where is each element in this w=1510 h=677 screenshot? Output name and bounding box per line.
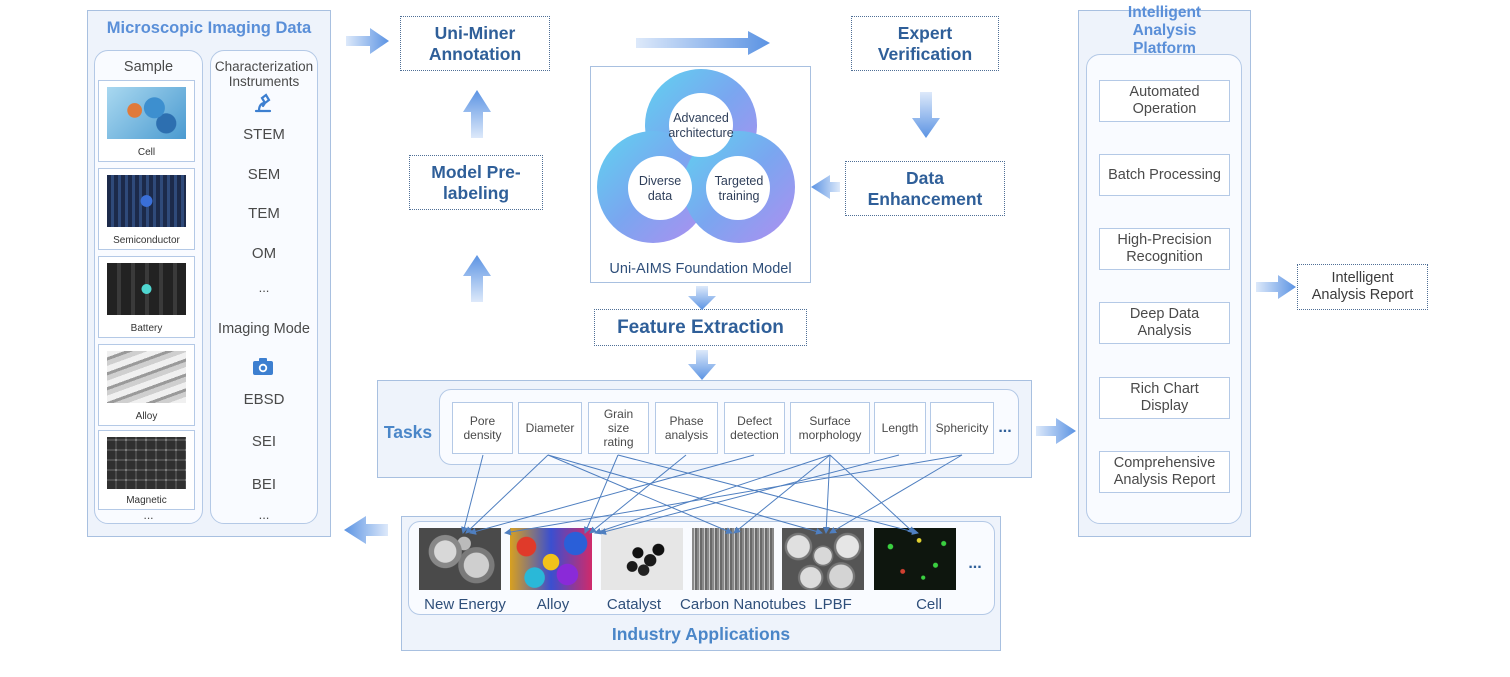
instrument-sem: SEM [247,165,281,183]
platform-high-precision: High-Precision Recognition [1099,228,1230,270]
task-defect-detection: Defect detection [724,402,785,454]
prelabel-box: Model Pre-labeling [409,155,543,210]
catalyst-image [601,528,683,590]
microscope-icon [249,92,277,114]
arrow-foundation-to-feature [688,286,716,310]
platform-inner [1086,54,1242,524]
imaging-bei: BEI [251,475,277,493]
chip-image [107,175,186,227]
magnetic-image [107,437,186,489]
battery-image [107,263,186,315]
app-cell: Cell [916,596,942,613]
tasks-label: Tasks [383,421,433,442]
app-catalyst: Catalyst [606,596,662,613]
tasks-more: ... [998,419,1012,436]
instruments-header: Characterization Instruments [214,59,314,89]
annotation-box: Uni-Miner Annotation [400,16,550,71]
platform-batch-processing: Batch Processing [1099,154,1230,196]
imaging-sei: SEI [251,432,277,450]
instrument-column [210,50,318,524]
task-pore-density: Pore density [452,402,513,454]
sample-header: Sample [123,59,174,75]
imaging-data-title: Microscopic Imaging Data [106,18,312,37]
sample-semiconductor: Semiconductor [98,168,195,250]
industry-title: Industry Applications [611,623,791,644]
instrument-stem: STEM [243,125,285,143]
feature-box: Feature Extraction [594,309,807,346]
arrow-enhancement-to-foundation [811,175,840,199]
verification-box: Expert Verification [851,16,999,71]
cell-image [107,87,186,139]
platform-automated-operation: Automated Operation [1099,80,1230,122]
sample-battery: Battery [98,256,195,338]
task-diameter: Diameter [518,402,582,454]
arrow-verification-to-enhancement [912,92,940,138]
camera-icon [249,355,277,377]
imaging-more: ... [258,506,270,522]
sample-cell: Cell [98,80,195,162]
platform-rich-chart: Rich Chart Display [1099,377,1230,419]
imaging-ebsd: EBSD [243,390,285,408]
carbon-nanotubes-image [692,528,774,590]
sample-alloy: Alloy [98,344,195,426]
circle-left-label: Diverse data [638,174,682,203]
imaging-header: Imaging Mode [218,321,310,337]
arrow-tasks-to-platform [1036,418,1076,444]
lpbf-image [782,528,864,590]
arrow-foundation-to-prelabel [463,255,491,302]
instrument-om: OM [251,244,277,262]
cell-app-image [874,528,956,590]
arrow-data-to-annotation [346,28,389,54]
task-length: Length [874,402,926,454]
task-surface-morphology: Surface morphology [790,402,870,454]
task-grain-size: Grain size rating [588,402,649,454]
circle-top-label: Advanced architecture [668,111,734,140]
platform-comprehensive-report: Comprehensive Analysis Report [1099,451,1230,493]
arrow-feature-to-tasks [688,350,716,380]
foundation-label: Uni-AIMS Foundation Model [609,261,792,277]
app-new-energy: New Energy [424,596,506,613]
app-lpbf: LPBF [814,596,852,613]
platform-deep-data: Deep Data Analysis [1099,302,1230,344]
task-phase-analysis: Phase analysis [655,402,718,454]
app-carbon-nanotubes: Carbon Nanotubes [680,596,806,613]
circle-right-label: Targeted training [714,174,764,203]
task-sphericity: Sphericity [930,402,994,454]
arrow-prelabel-to-annotation [463,90,491,138]
report-box: Intelligent Analysis Report [1297,264,1428,310]
arrow-annotation-to-verification [636,31,770,55]
instrument-tem: TEM [248,204,280,222]
arrow-platform-to-report [1256,275,1296,299]
enhancement-box: Data Enhancement [845,161,1005,216]
arrow-industry-to-data [344,516,388,544]
alloy-app-image [510,528,592,590]
new-energy-image [419,528,501,590]
sample-more: ... [143,508,154,522]
alloy-image [107,351,186,403]
industry-more: ... [968,555,982,572]
instrument-more: ... [258,279,270,295]
task-application-links [461,454,963,536]
app-alloy: Alloy [536,596,570,613]
sample-magnetic: Magnetic [98,430,195,510]
